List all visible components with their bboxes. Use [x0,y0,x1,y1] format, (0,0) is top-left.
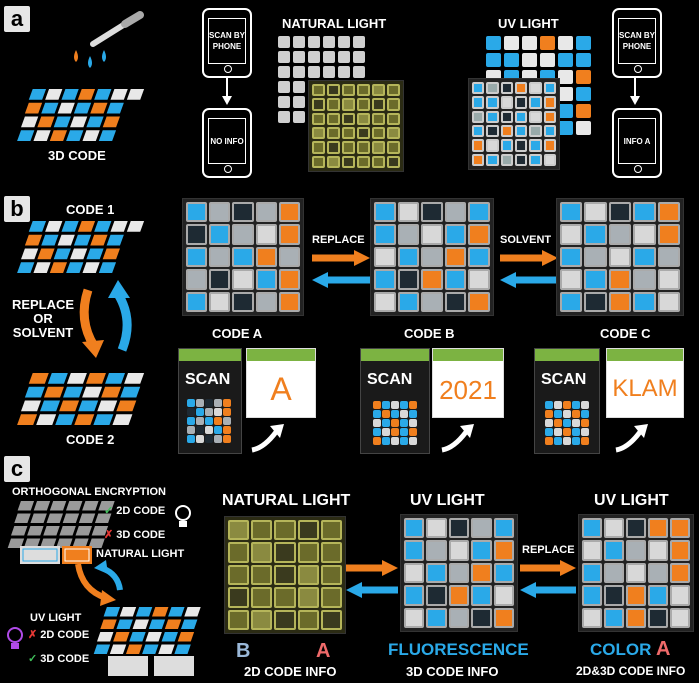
replace-label: REPLACE [312,234,365,246]
uv-light-title: UV LIGHT [498,16,559,31]
natural-light-photo [308,80,404,172]
natural-light-small-label: NATURAL LIGHT [96,548,185,560]
code1-label: CODE 1 [66,202,115,217]
cross-3d-top: ✗ 3D CODE [104,529,166,541]
replace-arrows-icon [312,250,370,288]
phone-screenshot-b: SCAN [360,348,430,454]
cycle-arrows-icon [79,280,132,358]
exchange-arrows-left [346,560,398,598]
exchange-arrows-right [520,560,576,598]
result-a: A [270,371,292,407]
code-c-label: CODE C [600,326,651,341]
fluorescence-label: FLUORESCENCE [388,640,529,659]
phone-scan-left: SCAN BY PHONE [202,8,252,78]
replace-c-label: REPLACE [522,544,575,556]
curved-arrow-c [615,424,648,453]
letter-a-natural: A [316,640,331,662]
down-arrow-right [630,78,640,105]
qr-thumbnail-orange [62,546,92,564]
panel-label-a: a [4,6,30,32]
droplets-icon [74,50,106,68]
natural-light-c-photo [224,516,346,634]
solvent-arrows-icon [500,250,558,288]
phone-scan-left-text: SCAN BY PHONE [208,18,246,64]
uv-light-photo [468,78,560,170]
code-a-label: CODE A [212,326,263,341]
color-code-illustration [93,607,201,654]
phone-result-left-text: NO INFO [208,118,246,164]
phone-result-right-text: INFO A [618,118,656,164]
code-3d-label: 3D CODE [48,148,106,163]
qr-thumbnail-blue [20,546,60,564]
orthogonal-encryption-title: ORTHOGONAL ENCRYPTION [12,486,167,498]
letter-b: B [236,640,251,662]
code-b-label: CODE B [404,326,455,341]
uv-light-right-photo [578,514,694,632]
down-arrow-left [222,78,232,105]
cross-2d-bottom: ✗ 2D CODE [28,629,90,641]
check-2d-top: ✓ 2D CODE [104,505,166,517]
letter-a-color: A [656,638,671,660]
phone-scan-right: SCAN BY PHONE [612,8,662,78]
replace-or-solvent-label: REPLACE OR SOLVENT [11,297,75,340]
phone-result-left: NO INFO [202,108,252,178]
panel-label-c: c [4,456,30,482]
uv-light-mid-title: UV LIGHT [410,492,485,509]
curved-arrow-a [251,424,284,453]
result-card-c: KLAM [606,348,684,418]
code-3d-illustration [17,89,145,141]
uv-light-small-label: UV LIGHT [30,612,82,624]
result-card-a: A [246,348,316,418]
phone-scan-right-text: SCAN BY PHONE [618,18,656,64]
scan-label-c: SCAN [541,371,587,388]
uv-light-mid-photo [400,514,518,632]
code2-illustration [17,373,145,425]
panel-label-b: b [4,196,30,222]
code-a-photo [182,198,304,316]
result-c: KLAM [612,375,678,402]
code1-illustration [17,221,145,273]
phone-result-right: INFO A [612,108,662,178]
phone-screenshot-a: SCAN [178,348,242,454]
scan-label-b: SCAN [367,371,413,388]
gray-code-illustration [7,501,115,548]
code-b-photo [370,198,494,316]
result-card-b: 2021 [432,348,504,418]
code-info-2d: 2D CODE INFO [244,664,337,679]
natural-light-title: NATURAL LIGHT [282,16,387,31]
result-b: 2021 [439,375,497,405]
lightbulb-icon-purple [7,627,23,649]
scan-label-a: SCAN [185,371,231,388]
cycle-arrows-c-icon [75,560,123,606]
code2-label: CODE 2 [66,432,115,447]
code-info-both: 2D&3D CODE INFO [576,664,686,678]
code-c-photo [556,198,684,316]
code-info-3d: 3D CODE INFO [406,664,499,679]
phone-screenshot-c: SCAN [534,348,600,454]
check-3d-bottom: ✓ 3D CODE [28,653,90,665]
curved-arrow-b [441,424,474,453]
uv-light-right-title: UV LIGHT [594,492,669,509]
lightbulb-icon-white [175,505,191,527]
dropper-icon [90,11,144,47]
qr-thumbnails-bottom [108,656,194,676]
color-label: COLOR [590,640,652,659]
natural-light-c-title: NATURAL LIGHT [222,492,351,509]
solvent-label: SOLVENT [500,234,552,246]
